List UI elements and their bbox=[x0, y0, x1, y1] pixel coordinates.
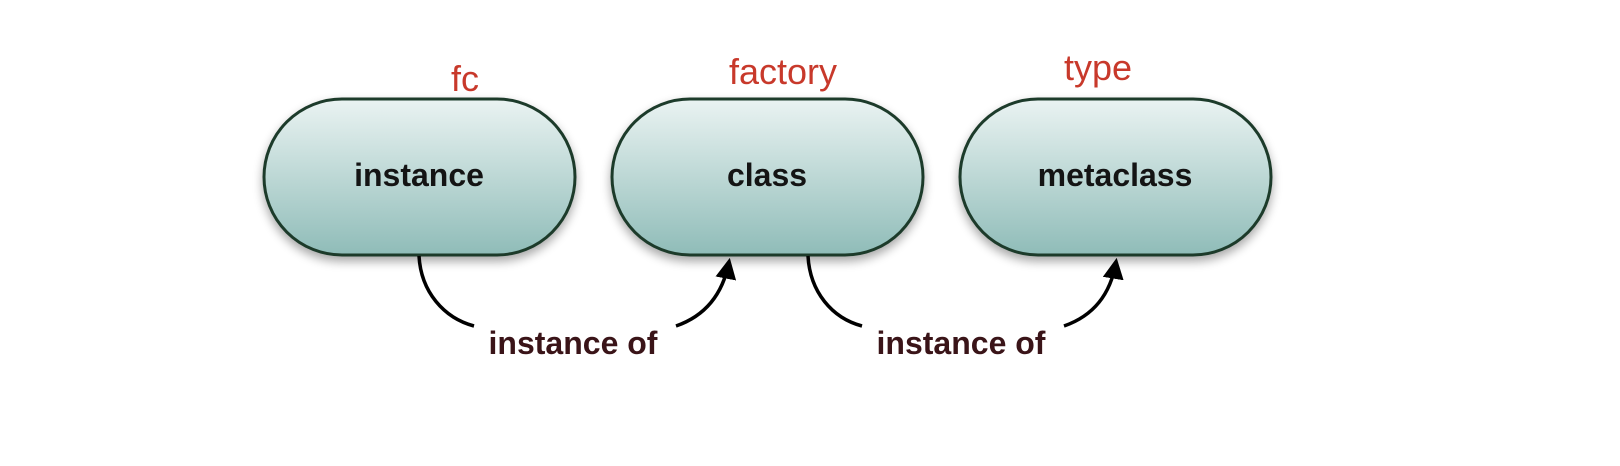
edge-label-instance-of: instance of bbox=[489, 325, 658, 361]
variable-label-type: type bbox=[1064, 47, 1132, 88]
node-class: class bbox=[610, 97, 925, 257]
node-instance: instance bbox=[262, 97, 577, 257]
node-class-label: class bbox=[727, 157, 807, 193]
node-class-shape bbox=[610, 97, 925, 257]
edge-arrow-class-to-metaclass bbox=[806, 255, 863, 328]
edge-arrow-instance-to-class-tail bbox=[675, 257, 737, 328]
node-metaclass: metaclass bbox=[958, 97, 1273, 257]
node-instance-shape bbox=[262, 97, 577, 257]
node-metaclass-label: metaclass bbox=[1038, 157, 1193, 193]
variable-label-factory: factory bbox=[729, 51, 837, 92]
node-instance-label: instance bbox=[354, 157, 484, 193]
node-metaclass-shape bbox=[958, 97, 1273, 257]
edge-class-to-metaclass: instance of bbox=[806, 255, 1124, 361]
edge-instance-to-class: instance of bbox=[417, 255, 737, 361]
edge-arrow-class-to-metaclass-tail bbox=[1063, 257, 1124, 328]
edge-label-instance-of: instance of bbox=[877, 325, 1046, 361]
edge-arrow-instance-to-class bbox=[417, 255, 475, 328]
variable-label-fc: fc bbox=[451, 58, 479, 99]
